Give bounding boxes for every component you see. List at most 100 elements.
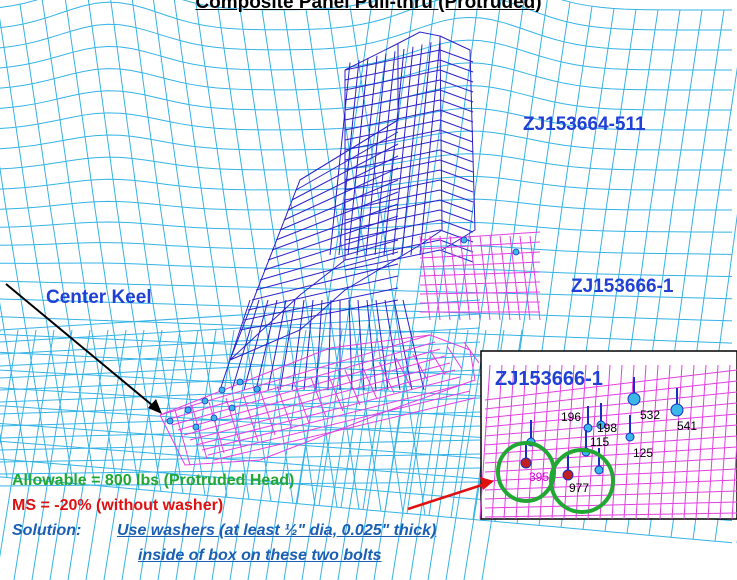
inset-grid <box>587 364 599 520</box>
inset-grid <box>563 364 575 520</box>
mesh-line <box>265 329 307 580</box>
keel-grid <box>177 355 446 431</box>
mesh-line <box>0 130 733 151</box>
tower-grid <box>275 191 399 241</box>
inset-grid <box>671 364 683 520</box>
tower-grid <box>439 49 474 63</box>
tower-grid <box>243 287 399 321</box>
keel-grid <box>439 235 451 321</box>
tower-grid <box>439 149 474 163</box>
tower-grid <box>303 299 314 391</box>
mesh-line <box>283 9 360 510</box>
red-callout-arrow <box>407 477 494 511</box>
inset-grid <box>491 364 503 520</box>
mesh-line <box>49 329 91 580</box>
tower-grid <box>347 57 369 256</box>
tower-grid <box>344 89 441 111</box>
keel-grid <box>489 235 501 321</box>
tower-grid <box>243 299 269 391</box>
inset-markers <box>520 377 684 481</box>
keel-grid <box>276 385 293 430</box>
tower-grid <box>439 199 474 213</box>
keel-grid <box>208 401 225 454</box>
tower-grid <box>366 299 377 391</box>
inset-grid <box>484 391 737 419</box>
highlight-circle-right <box>549 448 615 514</box>
mesh-line <box>349 5 426 516</box>
tower-grid <box>344 249 441 271</box>
mesh-line <box>428 0 502 516</box>
keel-grid <box>293 381 310 424</box>
keel-grid <box>183 362 451 436</box>
inset-grid <box>479 364 491 520</box>
mesh-line <box>0 313 481 343</box>
keel-grid <box>459 235 471 321</box>
mesh-line <box>0 411 481 427</box>
inset-grid <box>707 364 719 520</box>
tower-grid <box>259 239 399 281</box>
keel-grid <box>479 235 491 321</box>
mesh-line <box>406 0 479 514</box>
mesh-line <box>211 329 253 580</box>
keel-grid <box>191 405 208 460</box>
mesh-line <box>175 329 217 580</box>
inset-grid <box>599 364 611 520</box>
inset-grid <box>575 364 587 520</box>
tower-grid <box>344 149 441 171</box>
tower-grid <box>384 299 401 391</box>
mesh-line <box>0 476 733 544</box>
fastener-marker <box>460 236 468 244</box>
tower-grid <box>344 179 441 201</box>
tower-grid <box>344 229 441 251</box>
tower-mesh <box>219 31 476 391</box>
tower-grid <box>344 169 441 191</box>
mesh-line <box>0 301 30 480</box>
inset-zoom <box>479 350 737 520</box>
tower-grid <box>439 69 474 83</box>
mesh-line <box>195 3 272 502</box>
keel-grid <box>378 361 395 394</box>
keel-grid <box>171 348 441 426</box>
label-part-lower: ZJ153666-1 <box>571 276 674 297</box>
keel-grid <box>469 235 481 321</box>
mesh-line <box>0 298 733 322</box>
keel-grid <box>499 235 511 321</box>
mesh-line <box>0 221 733 233</box>
tower-grid <box>344 129 441 151</box>
tower-grid <box>439 89 474 103</box>
tower-grid <box>419 39 441 256</box>
mesh-line <box>0 453 481 463</box>
mesh-line <box>0 280 733 300</box>
inset-grid <box>719 364 731 520</box>
mesh-line <box>247 329 289 580</box>
label-inset-part: ZJ153666-1 <box>495 368 603 390</box>
keel-grid <box>419 291 541 295</box>
mesh-line <box>13 329 55 580</box>
inset-grid <box>635 364 647 520</box>
keel-grid <box>207 390 471 456</box>
inset-grid <box>683 364 695 520</box>
tower-grid <box>255 299 278 391</box>
mesh-line <box>0 165 52 482</box>
tower-grid <box>439 179 474 193</box>
keel-grid <box>361 365 378 400</box>
mesh-line <box>373 329 415 580</box>
mesh-line <box>139 329 181 580</box>
mesh-line <box>340 0 415 508</box>
mesh-line <box>0 17 74 484</box>
tower-grid <box>357 299 365 391</box>
tower-grid <box>279 299 296 391</box>
fastener-marker <box>166 417 174 425</box>
inset-grid <box>539 364 551 520</box>
tower-grid <box>439 99 474 113</box>
keel-grid <box>419 271 541 277</box>
mesh-line <box>0 175 733 191</box>
note-solution-line1: Use washers (at least ½" dia, 0.025" thi… <box>117 522 437 539</box>
keel-outline <box>159 334 476 466</box>
tower-grid <box>439 139 474 153</box>
tower-grid <box>344 139 441 161</box>
tower-grid <box>271 203 399 251</box>
keel-grid <box>174 409 191 466</box>
inset-value: 196 <box>561 410 582 424</box>
mesh-line <box>121 329 163 580</box>
